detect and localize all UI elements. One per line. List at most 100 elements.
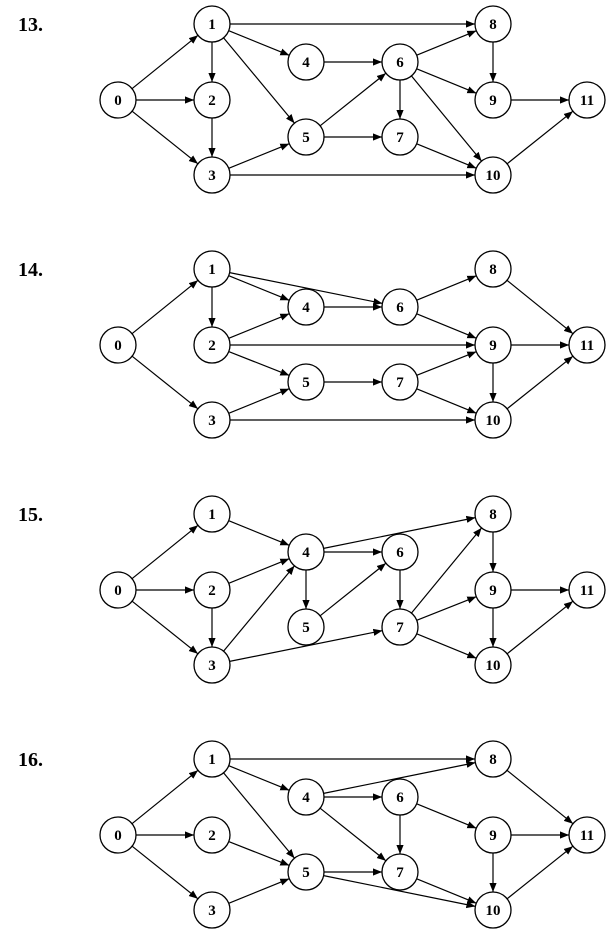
node-0-circle: [99, 816, 137, 854]
edges-group: [131, 272, 574, 424]
node-2-label: 2: [208, 828, 216, 844]
edge-3-to-5: [228, 143, 290, 169]
node-2-label: 2: [208, 93, 216, 109]
edge-0-to-3: [131, 600, 199, 655]
node-6-circle: [381, 778, 419, 816]
node-5-circle: [287, 608, 325, 646]
edge-6-to-9: [416, 68, 477, 94]
node-11-circle: [568, 571, 606, 609]
node-1-circle: [193, 250, 231, 288]
node-11-label: 11: [580, 93, 594, 109]
node-11-label: 11: [580, 338, 594, 354]
edge-3-to-5: [228, 878, 290, 904]
edge-7-to-9: [416, 596, 477, 621]
node-8-label: 8: [489, 262, 497, 278]
node-5-circle: [287, 118, 325, 156]
edge-6-to-8: [416, 275, 477, 301]
node-8-circle: [474, 250, 512, 288]
node-7-circle: [381, 853, 419, 891]
edge-1-to-4: [228, 520, 290, 546]
node-7-circle: [381, 608, 419, 646]
edge-10-to-11: [506, 355, 574, 410]
node-7-label: 7: [396, 620, 404, 636]
node-6-label: 6: [396, 790, 404, 806]
node-1-circle: [193, 495, 231, 533]
node-1-label: 1: [208, 262, 216, 278]
node-9-circle: [474, 81, 512, 119]
edge-10-to-11: [506, 845, 574, 900]
edge-7-to-9: [416, 351, 477, 376]
edge-1-to-5: [223, 37, 295, 124]
edge-10-to-11: [506, 110, 574, 165]
edge-1-to-5: [223, 772, 295, 859]
diagram-number-label: 13.: [18, 14, 43, 36]
node-1-label: 1: [208, 752, 216, 768]
edge-1-to-4: [228, 30, 290, 56]
edge-4-to-8: [323, 760, 476, 794]
node-6-circle: [381, 533, 419, 571]
node-6-label: 6: [396, 300, 404, 316]
edge-6-to-9: [416, 313, 477, 339]
edge-7-to-8: [410, 527, 483, 614]
node-11-circle: [568, 326, 606, 364]
node-3-label: 3: [208, 903, 216, 919]
node-0-circle: [99, 81, 137, 119]
node-10-label: 10: [486, 903, 501, 919]
node-2-circle: [193, 326, 231, 364]
node-3-label: 3: [208, 413, 216, 429]
edges-group: [131, 755, 574, 909]
node-3-circle: [193, 156, 231, 194]
node-8-label: 8: [489, 507, 497, 523]
node-3-circle: [193, 401, 231, 439]
node-9-circle: [474, 816, 512, 854]
node-3-label: 3: [208, 168, 216, 184]
node-10-circle: [474, 401, 512, 439]
node-2-circle: [193, 816, 231, 854]
node-4-circle: [287, 533, 325, 571]
node-10-circle: [474, 156, 512, 194]
node-4-label: 4: [302, 545, 310, 561]
node-5-label: 5: [302, 375, 310, 391]
edge-7-to-10: [416, 878, 477, 904]
node-10-circle: [474, 646, 512, 684]
node-4-circle: [287, 43, 325, 81]
node-10-label: 10: [486, 168, 501, 184]
node-9-label: 9: [489, 338, 497, 354]
edge-1-to-6: [229, 272, 383, 306]
node-6-circle: [381, 288, 419, 326]
node-6-label: 6: [396, 545, 404, 561]
edge-6-to-8: [416, 30, 477, 56]
node-4-circle: [287, 778, 325, 816]
node-9-label: 9: [489, 93, 497, 109]
node-8-circle: [474, 495, 512, 533]
node-0-label: 0: [114, 583, 122, 599]
node-3-circle: [193, 891, 231, 929]
node-5-circle: [287, 363, 325, 401]
edge-1-to-4: [228, 765, 290, 791]
node-0-label: 0: [114, 828, 122, 844]
edges-group: [131, 20, 574, 179]
edge-3-to-4: [223, 565, 295, 652]
edge-7-to-10: [416, 388, 477, 414]
node-7-circle: [381, 363, 419, 401]
node-0-label: 0: [114, 93, 122, 109]
edge-2-to-4: [228, 313, 290, 339]
node-1-label: 1: [208, 507, 216, 523]
edge-2-to-5: [228, 351, 290, 376]
node-5-label: 5: [302, 865, 310, 881]
edge-0-to-1: [131, 769, 199, 825]
node-5-circle: [287, 853, 325, 891]
node-11-circle: [568, 816, 606, 854]
node-9-label: 9: [489, 583, 497, 599]
node-9-label: 9: [489, 828, 497, 844]
node-7-label: 7: [396, 375, 404, 391]
edge-0-to-1: [131, 279, 199, 335]
edge-5-to-6: [319, 72, 387, 127]
node-8-label: 8: [489, 17, 497, 33]
